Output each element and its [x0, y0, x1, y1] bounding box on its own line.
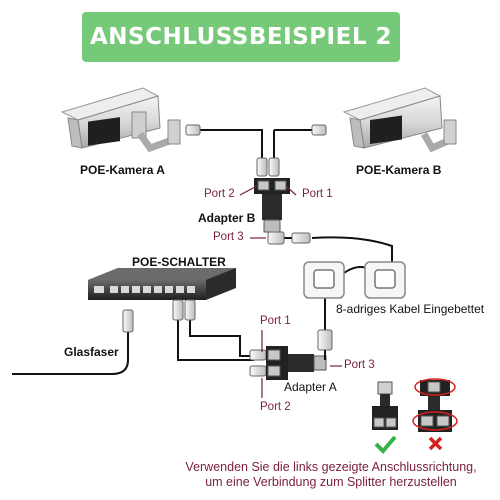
plug-icon — [311, 124, 327, 136]
plug-icon — [268, 157, 280, 177]
switch-cables — [12, 318, 254, 375]
adapter-b-icon — [254, 178, 290, 233]
plug-icon — [317, 329, 333, 351]
plug-icon — [122, 309, 134, 333]
correct-adapter-icon — [372, 381, 398, 430]
adapter-a-icon — [249, 346, 327, 380]
camera-a-icon — [60, 87, 181, 153]
poe-switch-icon — [88, 268, 236, 300]
port-2-top-label: Port 2 — [204, 188, 235, 200]
wall-socket-icon — [303, 261, 406, 299]
wrong-adapter-icon — [412, 378, 458, 432]
title-text: ANSCHLUSSBEISPIEL 2 — [89, 24, 392, 50]
cross-icon — [428, 436, 443, 451]
title-banner: ANSCHLUSSBEISPIEL 2 — [82, 12, 400, 62]
camera-cables — [196, 129, 318, 160]
port-1-bottom-label: Port 1 — [260, 315, 291, 327]
port-3-bottom-label: Port 3 — [344, 359, 375, 371]
camera-a-label: POE-Kamera A — [80, 163, 165, 177]
camera-b-icon — [342, 87, 457, 153]
port-2-bottom-label: Port 2 — [260, 401, 291, 413]
port-leader-lines — [239, 185, 342, 398]
note-line-1: Verwenden Sie die links gezeigte Anschlu… — [185, 460, 477, 474]
poe-switch-label: POE-SCHALTER — [132, 255, 226, 269]
camera-b-label: POE-Kamera B — [356, 163, 442, 177]
note-text: Verwenden Sie die links gezeigte Anschlu… — [166, 460, 496, 490]
plug-icon — [291, 232, 311, 244]
adapter-b-label: Adapter B — [198, 211, 256, 225]
glasfaser-label: Glasfaser — [64, 345, 119, 359]
cable-label: 8-adriges Kabel Eingebettet — [336, 302, 485, 316]
port-3-top-label: Port 3 — [213, 231, 244, 243]
note-line-2: um eine Verbindung zum Splitter herzuste… — [205, 475, 457, 489]
check-icon — [374, 435, 397, 454]
plug-icon — [185, 124, 201, 136]
port-1-top-label: Port 1 — [302, 188, 333, 200]
plug-icon — [256, 157, 268, 177]
adapter-a-label: Adapter A — [284, 380, 337, 394]
